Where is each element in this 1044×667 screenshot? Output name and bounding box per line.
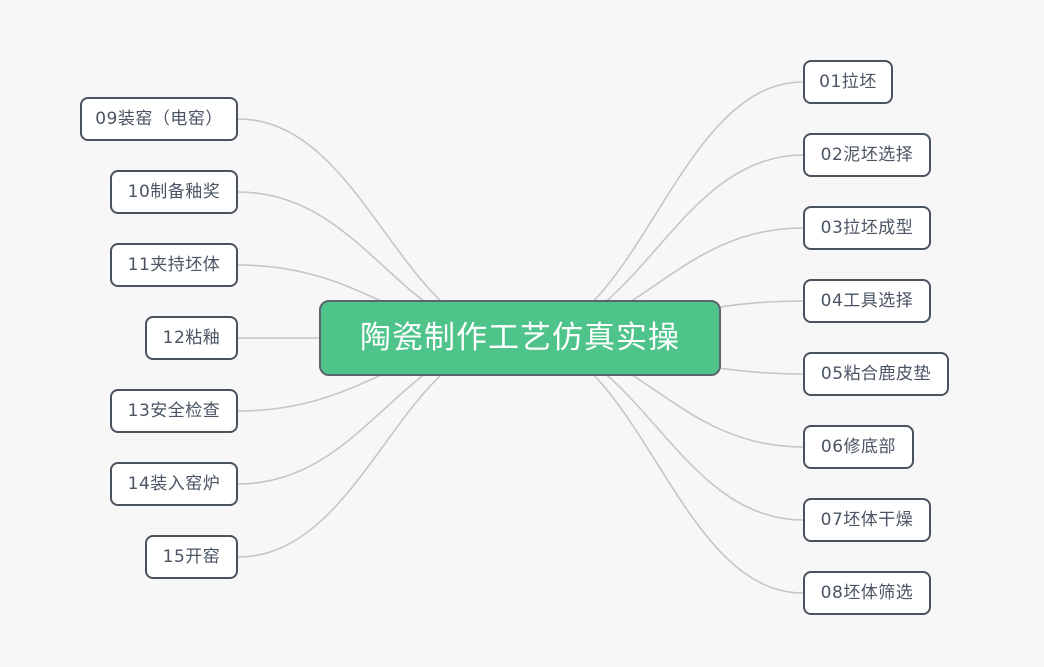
branch-node-8[interactable]: 08坯体筛选 — [803, 571, 931, 615]
branch-node-label: 08坯体筛选 — [820, 582, 914, 603]
branch-node-1[interactable]: 01拉坯 — [803, 60, 893, 104]
branch-node-label: 09装窑（电窑） — [95, 108, 223, 129]
central-node[interactable]: 陶瓷制作工艺仿真实操 — [319, 300, 721, 376]
branch-node-4[interactable]: 12粘釉 — [145, 316, 238, 360]
branch-node-label: 14装入窑炉 — [127, 473, 221, 494]
branch-node-4[interactable]: 04工具选择 — [803, 279, 931, 323]
branch-node-label: 03拉坯成型 — [820, 217, 914, 238]
branch-node-3[interactable]: 03拉坯成型 — [803, 206, 931, 250]
branch-node-5[interactable]: 13安全检查 — [110, 389, 238, 433]
branch-node-5[interactable]: 05粘合鹿皮垫 — [803, 352, 949, 396]
branch-node-6[interactable]: 14装入窑炉 — [110, 462, 238, 506]
branch-node-label: 01拉坯 — [819, 71, 877, 92]
branch-node-7[interactable]: 15开窑 — [145, 535, 238, 579]
branch-node-label: 04工具选择 — [820, 290, 914, 311]
branch-node-2[interactable]: 02泥坯选择 — [803, 133, 931, 177]
branch-node-label: 11夹持坯体 — [127, 254, 221, 275]
branch-node-label: 10制备釉奖 — [127, 181, 221, 202]
branch-node-label: 12粘釉 — [162, 327, 221, 348]
branch-node-6[interactable]: 06修底部 — [803, 425, 914, 469]
branch-node-label: 06修底部 — [820, 436, 897, 457]
central-node-label: 陶瓷制作工艺仿真实操 — [360, 319, 680, 356]
branch-node-1[interactable]: 09装窑（电窑） — [80, 97, 238, 141]
branch-node-2[interactable]: 10制备釉奖 — [110, 170, 238, 214]
branch-node-label: 05粘合鹿皮垫 — [820, 363, 932, 384]
branch-node-label: 15开窑 — [162, 546, 221, 567]
branch-node-3[interactable]: 11夹持坯体 — [110, 243, 238, 287]
branch-node-label: 13安全检查 — [127, 400, 221, 421]
branch-node-label: 07坯体干燥 — [820, 509, 914, 530]
branch-node-label: 02泥坯选择 — [820, 144, 914, 165]
connector-line — [519, 337, 804, 594]
branch-node-7[interactable]: 07坯体干燥 — [803, 498, 931, 542]
